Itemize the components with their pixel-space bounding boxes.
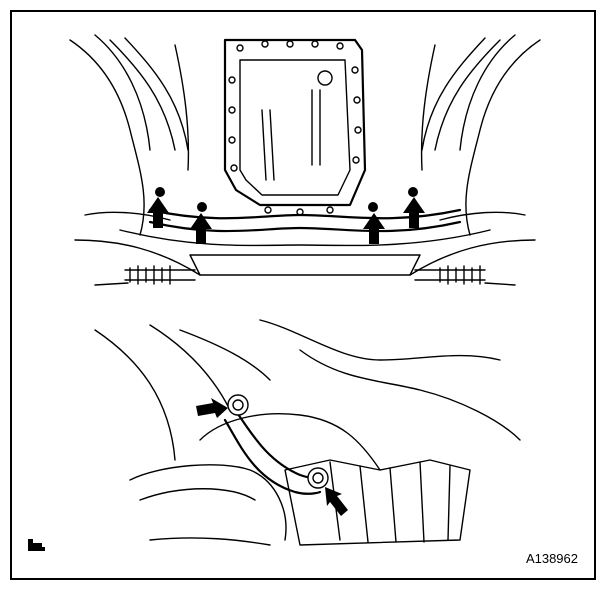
arrow-bottom-2 (325, 487, 348, 516)
illustration-symbol-icon (28, 539, 45, 551)
steering-rack-right (414, 265, 516, 286)
drain-plug (317, 70, 333, 86)
figure-id-label: A138962 (525, 551, 578, 566)
figure-frame (10, 10, 596, 580)
arrow-bottom-1 (196, 398, 228, 418)
steering-rack-left (94, 265, 196, 286)
top-view (69, 34, 541, 286)
oil-pan (223, 38, 367, 207)
arrow-top-1 (147, 197, 169, 228)
arrow-top-4 (403, 197, 425, 228)
arrow-top-2 (190, 213, 212, 244)
arrow-top-3 (363, 213, 385, 244)
bottom-view (94, 319, 521, 546)
